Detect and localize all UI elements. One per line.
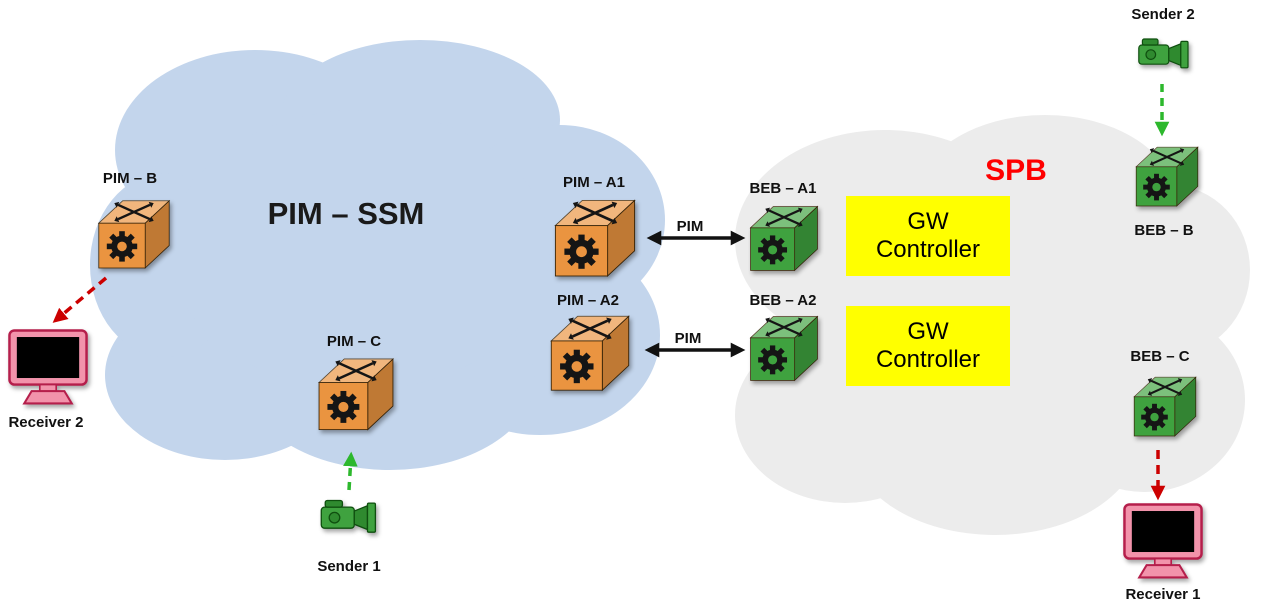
gw-controller-top-label: GW Controller (875, 208, 981, 263)
node-pim-a1 (550, 194, 640, 286)
switch-cube-icon (746, 200, 822, 280)
node-pim-b (94, 194, 174, 278)
node-beb-b (1132, 140, 1202, 216)
node-receiver-2 (6, 328, 90, 410)
node-receiver-1 (1120, 502, 1206, 584)
switch-cube-icon (1130, 370, 1200, 446)
node-sender-2 (1134, 26, 1194, 82)
switch-cube-icon (546, 310, 634, 400)
switch-cube-icon (550, 194, 640, 286)
switch-cube-icon (94, 194, 174, 278)
node-sender-1 (316, 488, 382, 546)
monitor-icon (6, 328, 90, 410)
node-receiver-1-label: Receiver 1 (1125, 586, 1201, 603)
video-camera-icon (316, 488, 382, 546)
link-pim-b-to-receiver-2 (52, 276, 108, 323)
node-sender-2-label: Sender 2 (1131, 6, 1195, 23)
node-sender-1-label: Sender 1 (317, 558, 381, 575)
node-beb-c (1130, 370, 1200, 446)
node-receiver-2-label: Receiver 2 (8, 414, 84, 431)
node-beb-a1 (746, 200, 822, 280)
node-pim-c (314, 352, 398, 440)
node-beb-b-label: BEB – B (1134, 222, 1194, 239)
link-sender-1-to-pim-c (343, 451, 358, 491)
node-beb-a2 (746, 310, 822, 390)
node-beb-a1-label: BEB – A1 (749, 180, 817, 197)
monitor-icon (1120, 502, 1206, 584)
spb-cloud-title: SPB (985, 154, 1047, 187)
pim-link-label-1: PIM (676, 218, 704, 235)
node-pim-c-label: PIM – C (326, 333, 382, 350)
switch-cube-icon (746, 310, 822, 390)
video-camera-icon (1134, 26, 1194, 82)
pim-ssm-cloud-title: PIM – SSM (267, 196, 425, 231)
pim-ssm-cloud (90, 40, 665, 470)
node-beb-a2-label: BEB – A2 (749, 292, 817, 309)
gw-controller-bottom-label: GW Controller (875, 318, 981, 373)
switch-cube-icon (314, 352, 398, 440)
gw-controller-box-bottom: GW Controller (846, 306, 1010, 386)
node-pim-a2 (546, 310, 634, 400)
pim-link-label-2: PIM (674, 330, 702, 347)
node-pim-b-label: PIM – B (102, 170, 158, 187)
node-pim-a1-label: PIM – A1 (563, 174, 625, 191)
gw-controller-box-top: GW Controller (846, 196, 1010, 276)
switch-cube-icon (1132, 140, 1202, 216)
node-beb-c-label: BEB – C (1130, 348, 1190, 365)
node-pim-a2-label: PIM – A2 (557, 292, 619, 309)
